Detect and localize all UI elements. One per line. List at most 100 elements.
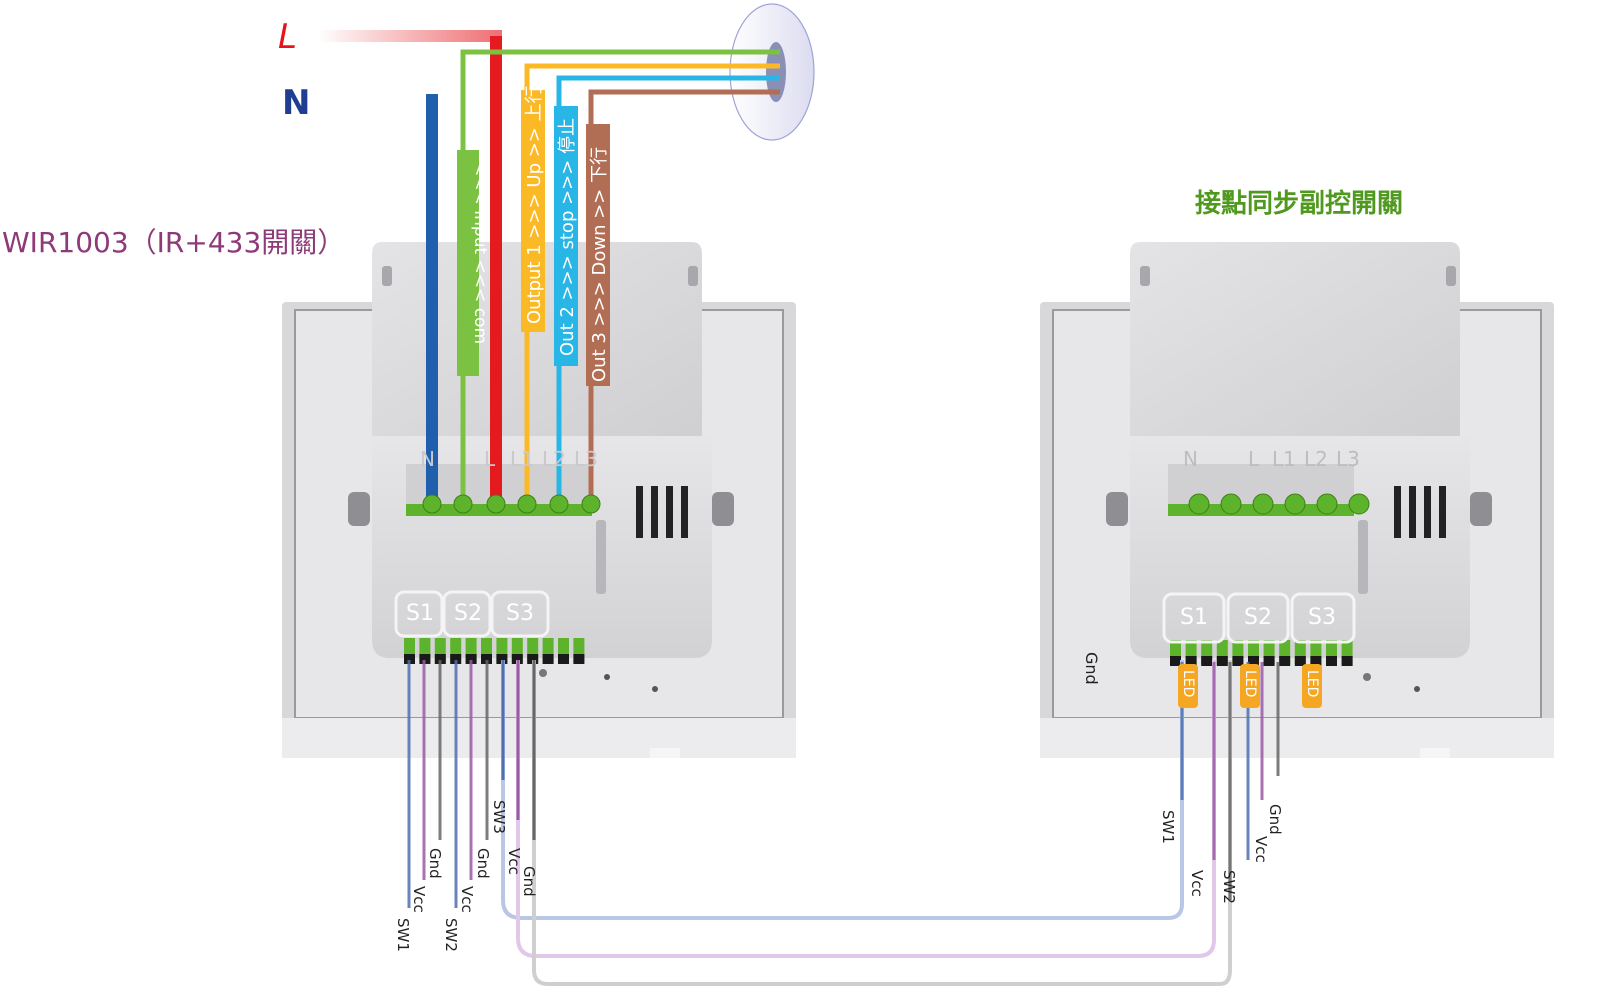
right-pin [1279, 640, 1291, 664]
right-pin-vcc-1: Vcc [1188, 870, 1206, 897]
left-pin-base [481, 654, 492, 664]
left-pin-base [419, 654, 431, 664]
left-terminal-l3: L3 [574, 447, 598, 471]
right-group-s1 [1162, 592, 1226, 644]
left-pin [527, 638, 539, 662]
left-pin [465, 638, 477, 662]
output1-wire [524, 63, 780, 500]
left-pin-base [511, 654, 523, 664]
sensor-pin-headers [404, 638, 1353, 666]
right-terminal-l: L [1248, 447, 1260, 471]
right-pin-sw1: SW1 [1159, 810, 1177, 844]
sub-title: 接點同步副控開關 [1195, 188, 1403, 219]
left-pin-sw3: SW3 [490, 800, 508, 834]
right-pin-base [1216, 656, 1228, 666]
right-pin [1201, 640, 1213, 664]
right-pin-sw2: SW2 [1220, 870, 1238, 904]
right-device-gnd-label: Gnd [1082, 652, 1101, 685]
right-pin-base [1201, 656, 1213, 666]
left-pin-vcc-1: Vcc [410, 886, 428, 913]
left-group-s2 [442, 590, 492, 638]
output1-wire-label-tag: Output 1 >>> Up >> 上行 [521, 85, 545, 332]
right-terminal-screw [1220, 493, 1242, 515]
left-pin-base [496, 654, 508, 664]
left-pin-gnd-2: Gnd [474, 848, 492, 879]
left-pin-gnd-1: Gnd [426, 848, 444, 879]
led-tags: LED LED LED [1178, 664, 1322, 708]
left-pin-base [558, 654, 569, 664]
left-pin [404, 638, 415, 662]
right-terminal-screw [1284, 493, 1306, 515]
right-sensor-groups: S1 S2 S3 [1162, 592, 1356, 644]
left-pin-vcc-3: Vcc [505, 848, 523, 875]
sw3-link-wire [501, 660, 1184, 920]
led-tag-1: LED [1180, 670, 1196, 697]
left-pin [496, 638, 508, 662]
left-pin [419, 638, 431, 662]
right-pin-base [1170, 656, 1181, 666]
output3-wire-label-tag: Out 3 >>> Down >> 下行 [586, 124, 610, 386]
right-s3-label: S3 [1308, 605, 1336, 630]
right-pin [1341, 640, 1353, 664]
right-pin-base [1326, 656, 1337, 666]
left-pin-base [527, 654, 539, 664]
right-terminal-n: N [1183, 447, 1198, 471]
right-pin-vcc-2: Vcc [1252, 836, 1270, 863]
right-terminal-screw [1252, 493, 1274, 515]
output1-wire-label: Output 1 >>> Up >> 上行 [524, 85, 545, 324]
left-pin-base [573, 654, 585, 664]
left-pin [558, 638, 569, 662]
left-terminal-screw [549, 494, 569, 514]
left-s2-label: S2 [454, 601, 482, 626]
left-s1-label: S1 [406, 601, 434, 626]
left-group-s3 [490, 590, 550, 638]
left-s3-label: S3 [506, 601, 534, 626]
left-sensor-groups: S1 S2 S3 [394, 590, 550, 638]
right-s2-label: S2 [1244, 605, 1272, 630]
right-terminal-screw [1348, 493, 1370, 515]
right-pin [1294, 640, 1306, 664]
output2-wire-label-tag: Out 2 >>> stop >>> 停止 [554, 106, 578, 366]
left-pin-base [404, 654, 415, 664]
right-pin-labels: SW1 Vcc SW2 Vcc Gnd [1159, 804, 1284, 904]
right-terminal-screw [1188, 493, 1210, 515]
left-terminal-screw [486, 494, 506, 514]
right-pin-base [1185, 656, 1197, 666]
right-terminal-screw [1316, 493, 1338, 515]
left-pin [450, 638, 462, 662]
left-terminal-screw [422, 494, 442, 514]
right-terminal-labels: N L L1 L2 L3 [1183, 447, 1360, 471]
right-pin [1248, 640, 1259, 664]
led-tag-2: LED [1242, 670, 1258, 697]
right-group-s2 [1226, 592, 1290, 644]
right-terminal-l2: L2 [1304, 447, 1328, 471]
gnd-link-wire [532, 660, 1232, 986]
left-pin-base [542, 654, 554, 664]
right-pin [1232, 640, 1244, 664]
right-pin [1263, 640, 1275, 664]
left-terminal-l: L [484, 447, 496, 471]
com-wire-label-tag: <<< Input <<< com [457, 150, 490, 376]
left-group-s1 [394, 590, 444, 638]
right-pin-base [1263, 656, 1275, 666]
motor [729, 3, 815, 141]
vcc-link-wire [516, 660, 1216, 958]
left-pin [481, 638, 492, 662]
left-pin [542, 638, 554, 662]
terminal-screws [422, 493, 1370, 515]
left-pin-labels: SW1 Vcc Gnd Vcc SW2 Gnd SW3 Vcc Gnd [394, 800, 538, 952]
left-pin [434, 638, 446, 662]
left-pin [511, 638, 523, 662]
left-pin-sw2: SW2 [442, 918, 460, 952]
neutral-label: N [282, 83, 310, 123]
left-terminal-l1: L1 [510, 447, 534, 471]
led-tag-3: LED [1304, 670, 1320, 697]
output3-wire-label: Out 3 >>> Down >> 下行 [589, 147, 610, 382]
right-pin-base [1310, 656, 1322, 666]
right-pin [1185, 640, 1197, 664]
left-terminal-screw [453, 494, 473, 514]
right-pin [1216, 640, 1228, 664]
left-pin-sw1: SW1 [394, 918, 412, 952]
right-pin-gnd: Gnd [1266, 804, 1284, 835]
